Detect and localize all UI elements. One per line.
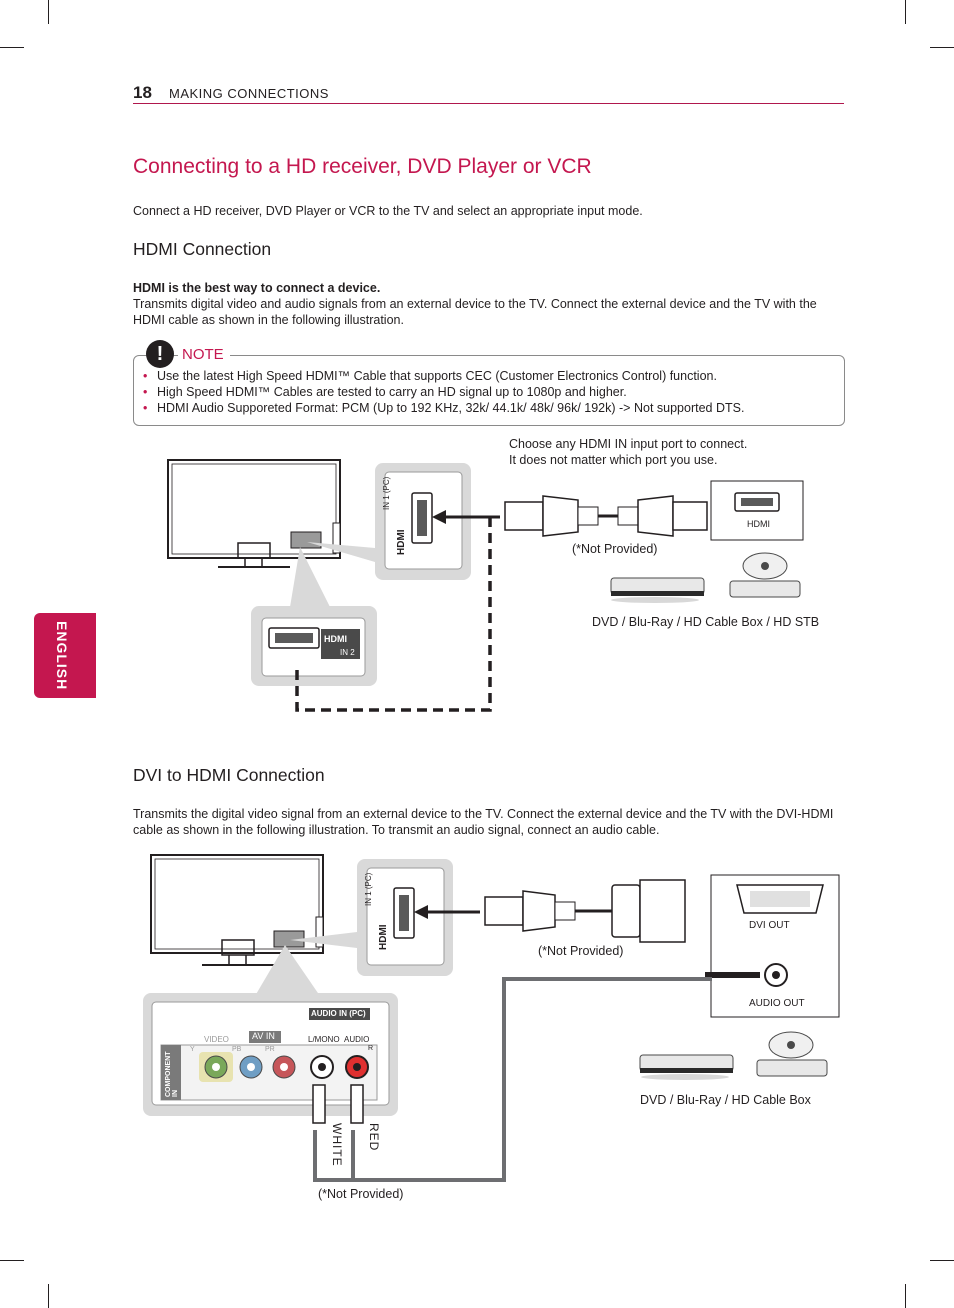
dvd-player-icon [610,577,705,603]
port-label-in1: IN 1 (PC) [364,872,373,906]
crop-mark [905,0,906,24]
hdmi-logo: HDMI [378,924,389,950]
crop-mark [0,47,24,48]
red-plug [350,1084,364,1124]
header-rule [133,103,844,104]
note-item: Use the latest High Speed HDMI™ Cable th… [143,368,744,384]
pr-label: PR [265,1046,275,1053]
cable-note-bottom: (*Not Provided) [318,1187,404,1201]
device-caption: DVD / Blu-Ray / HD Cable Box [640,1093,811,1107]
arrow-head-icon [414,905,428,919]
page-number: 18 [133,83,152,102]
crop-mark [905,1284,906,1308]
pb-label: PB [232,1046,242,1053]
port-tip-line2: It does not matter which port you use. [509,453,718,467]
crop-mark [930,1260,954,1261]
av-in-badge [249,1031,281,1043]
port-tip-line1: Choose any HDMI IN input port to connect… [509,437,748,451]
dvi-connection-diagram [143,854,840,1182]
port-label-in1: IN 1 (PC) [382,476,391,510]
y-label: Y [190,1046,195,1053]
video-label: VIDEO [204,1035,229,1044]
hdmi-connection-diagram [167,459,804,712]
callout-wedge [255,945,320,996]
callout-wedge [290,932,357,948]
audio-cable-route [351,977,712,1182]
note-list: Use the latest High Speed HDMI™ Cable th… [143,368,744,416]
device-caption: DVD / Blu-Ray / HD Cable Box / HD STB [592,615,820,629]
exclamation-icon: ! [146,340,174,368]
port-label-in2: IN 2 [340,648,355,657]
av-in-label: AV IN [252,1031,275,1041]
crop-mark [930,47,954,48]
callout-wedge [290,547,330,607]
dvi-hdmi-cable [484,879,686,943]
note-box [133,355,845,426]
set-top-box-icon [756,1031,828,1077]
component-in-label: COMPONENT IN [165,1051,179,1098]
crop-mark [48,1284,49,1308]
alternate-route-line [295,517,492,712]
dvd-player-icon [639,1054,734,1080]
callout-wedge [307,542,375,562]
cable-note: (*Not Provided) [572,542,658,556]
note-item: High Speed HDMI™ Cables are tested to ca… [143,384,744,400]
audio-label: AUDIO [344,1035,370,1044]
audio-out-label: AUDIO OUT [749,998,805,1009]
device-port-label: HDMI [747,519,770,529]
tv-illustration [167,459,341,568]
tv-illustration [150,854,324,966]
dvi-heading: DVI to HDMI Connection [133,765,325,785]
cable-note-top: (*Not Provided) [538,944,624,958]
language-tab [34,613,96,698]
dvi-out-label: DVI OUT [749,920,790,931]
white-plug [312,1084,326,1124]
red-cable-label: RED [367,1123,381,1152]
arrow-head-icon [432,510,446,524]
section-title: MAKING CONNECTIONS [169,86,329,101]
hdmi-heading: HDMI Connection [133,239,272,259]
intro-text: Connect a HD receiver, DVD Player or VCR… [133,204,643,218]
crop-mark [0,1260,24,1261]
audio-in-pc-badge [309,1008,370,1020]
page-title: Connecting to a HD receiver, DVD Player … [133,155,592,178]
l-mono-label: L/MONO [308,1035,340,1044]
hdmi-logo: HDMI [396,529,407,555]
set-top-box-icon [729,552,801,598]
audio-in-pc-label: AUDIO IN (PC) [311,1009,366,1018]
white-cable-label: WHITE [330,1123,344,1167]
dvi-description: Transmits the digital video signal from … [133,807,834,837]
r-label: R [368,1045,374,1052]
hdmi-cable [504,495,708,537]
language-tab-label: ENGLISH [54,621,70,691]
note-label: NOTE [178,346,230,363]
hdmi-description: Transmits digital video and audio signal… [133,297,817,327]
crop-mark [48,0,49,24]
hdmi-logo: HDMI [324,634,347,644]
hdmi-subheading: HDMI is the best way to connect a device… [133,281,381,295]
note-item: HDMI Audio Supporeted Format: PCM (Up to… [143,400,744,416]
